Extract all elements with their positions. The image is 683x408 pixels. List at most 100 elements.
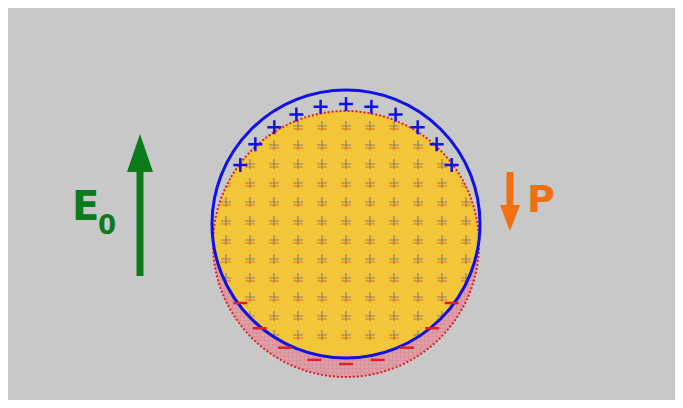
negative-charge-mark <box>365 185 375 186</box>
positive-charge-mark <box>317 330 327 340</box>
positive-charge-mark <box>317 197 327 207</box>
positive-charge-mark <box>269 197 279 207</box>
negative-charge-mark <box>245 185 255 186</box>
surface-negative-charge <box>425 327 439 330</box>
negative-charge-mark <box>389 128 399 129</box>
negative-charge-mark <box>293 166 303 167</box>
surface-positive-charge <box>445 158 459 172</box>
negative-charge-mark <box>221 242 231 243</box>
negative-charge-mark <box>269 261 279 262</box>
field-arrow-shaft <box>137 170 144 276</box>
positive-charge-mark <box>461 121 471 131</box>
negative-charge-mark <box>413 261 423 262</box>
negative-charge-mark <box>221 204 231 205</box>
positive-charge-mark <box>221 235 231 245</box>
positive-charge-mark <box>293 121 303 131</box>
positive-charge-mark <box>221 140 231 150</box>
surface-negative-charge <box>400 346 414 349</box>
positive-charge-mark <box>413 159 423 169</box>
positive-charge-mark <box>293 159 303 169</box>
positive-charge-mark <box>317 292 327 302</box>
negative-charge-mark <box>389 337 399 338</box>
positive-charge-mark <box>413 216 423 226</box>
negative-charge-mark <box>293 223 303 224</box>
negative-charge-mark <box>341 242 351 243</box>
negative-charge-mark <box>413 242 423 243</box>
positive-charge-mark <box>341 197 351 207</box>
surface-positive-charge <box>339 97 353 111</box>
positive-charge-mark <box>221 330 231 340</box>
negative-charge-mark <box>269 185 279 186</box>
surface-negative-charge <box>371 359 385 362</box>
positive-charge-mark <box>341 235 351 245</box>
neutral-overlap <box>212 90 480 358</box>
positive-charge-mark <box>365 140 375 150</box>
negative-charge-mark <box>437 299 447 300</box>
positive-charge-mark <box>437 216 447 226</box>
positive-charge-mark <box>245 197 255 207</box>
positive-charge-mark <box>461 235 471 245</box>
negative-charge-mark <box>317 223 327 224</box>
surface-negative-charge <box>233 302 247 305</box>
positive-charge-mark <box>221 292 231 302</box>
negative-charge-mark <box>293 242 303 243</box>
positive-charge-mark <box>413 292 423 302</box>
positive-charge-mark <box>293 330 303 340</box>
negative-charge-mark <box>245 280 255 281</box>
negative-charge-mark <box>413 204 423 205</box>
positive-charge-mark <box>437 235 447 245</box>
positive-charge-mark <box>269 178 279 188</box>
negative-charge-mark <box>341 185 351 186</box>
positive-charge-mark <box>221 121 231 131</box>
negative-charge-mark <box>293 204 303 205</box>
negative-charge-mark <box>437 223 447 224</box>
positive-charge-mark <box>413 140 423 150</box>
positive-charge-mark <box>389 292 399 302</box>
positive-charge-mark <box>389 121 399 131</box>
positive-charge-mark <box>389 178 399 188</box>
negative-charge-mark <box>461 223 471 224</box>
negative-charge-mark <box>341 261 351 262</box>
polarization-arrow-shaft <box>507 172 514 208</box>
negative-sphere-outline <box>213 111 479 377</box>
negative-charge-mark <box>341 204 351 205</box>
positive-charge-mark <box>293 311 303 321</box>
negative-charge-mark <box>389 261 399 262</box>
positive-charge-mark <box>293 254 303 264</box>
negative-charge-mark <box>221 261 231 262</box>
negative-charge-mark <box>317 185 327 186</box>
positive-charge-mark <box>341 121 351 131</box>
surface-negative-charge <box>339 363 353 366</box>
polarization-symbol: P <box>527 180 555 218</box>
positive-charge-mark <box>293 216 303 226</box>
positive-charge-mark <box>389 330 399 340</box>
negative-charge-mark <box>269 318 279 319</box>
negative-charge-mark <box>293 299 303 300</box>
negative-charge-mark <box>461 204 471 205</box>
negative-charge-mark <box>317 128 327 129</box>
negative-charge-mark <box>317 337 327 338</box>
negative-charge-mark <box>389 318 399 319</box>
surface-negative-charge <box>445 302 459 305</box>
positive-charge-mark <box>365 330 375 340</box>
positive-charge-mark <box>293 178 303 188</box>
negative-charge-mark <box>341 280 351 281</box>
negative-charge-mark <box>317 318 327 319</box>
negative-charge-mark <box>365 299 375 300</box>
negative-charge-mark <box>461 185 471 186</box>
negative-charge-mark <box>245 337 255 338</box>
negative-charge-mark <box>341 223 351 224</box>
surface-negative-charge <box>307 359 321 362</box>
surface-positive-charge <box>389 108 403 122</box>
positive-charge-mark <box>365 292 375 302</box>
negative-charge-mark <box>221 223 231 224</box>
negative-charge-mark <box>317 299 327 300</box>
positive-charge-mark <box>317 178 327 188</box>
negative-charge-mark <box>365 337 375 338</box>
negative-charge-mark <box>461 147 471 148</box>
negative-charge-mark <box>245 242 255 243</box>
positive-charge-mark <box>389 216 399 226</box>
negative-charge-mark <box>437 204 447 205</box>
positive-charge-mark <box>341 311 351 321</box>
positive-charge-mark <box>437 197 447 207</box>
